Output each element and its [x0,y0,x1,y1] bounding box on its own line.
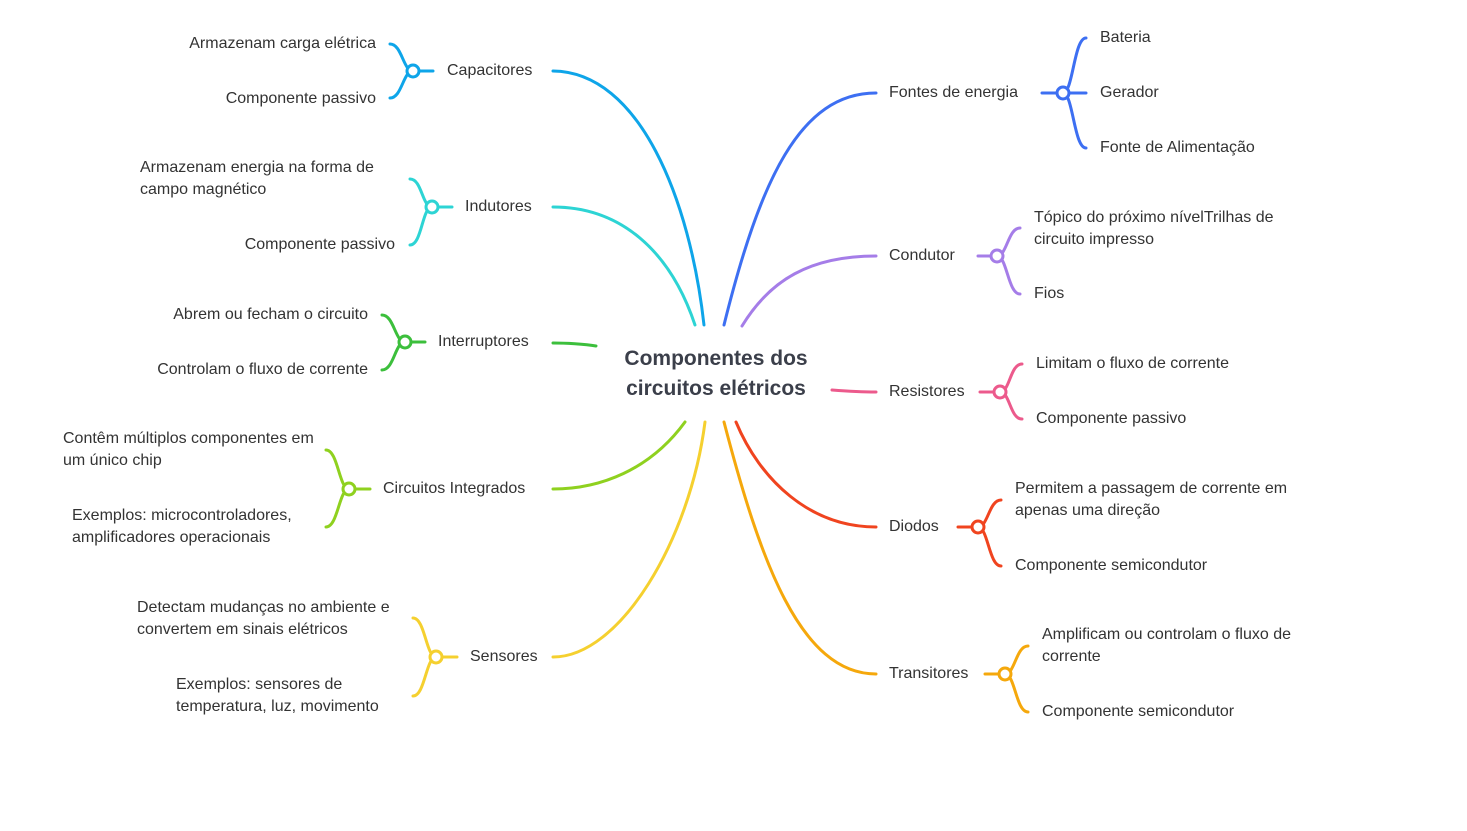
main-line-integrados [551,420,687,491]
knob-capacitores[interactable] [405,63,421,79]
knob-condutor[interactable] [989,248,1005,264]
subtopic-fontes-2[interactable]: Gerador [1100,84,1159,101]
knob-indutores[interactable] [424,199,440,215]
root-topic-line1: Componentes dos [624,347,808,370]
knob-transitores[interactable] [997,666,1013,682]
knob-fontes[interactable] [1055,85,1071,101]
subtopic-transitores-2[interactable]: Componente semicondutor [1042,703,1235,720]
main-line-capacitores [551,69,706,327]
connector-fontes-child-3 [1061,91,1088,150]
main-line-condutor [740,254,878,328]
main-line-resistores [830,388,878,394]
main-line-sensores [551,420,707,659]
knob-interruptores[interactable] [397,334,413,350]
topic-indutores[interactable]: Indutores [465,198,532,215]
subtopic-integrados-1[interactable]: Contêm múltiplos componentes em um único… [63,430,314,469]
topic-condutor[interactable]: Condutor [889,247,955,264]
subtopic-sensores-2[interactable]: Exemplos: sensores de temperatura, luz, … [176,676,379,715]
subtopic-interruptores-1[interactable]: Abrem ou fecham o circuito [173,306,368,323]
topic-capacitores[interactable]: Capacitores [447,62,533,79]
root-topic-line2: circuitos elétricos [626,377,806,400]
main-line-fontes [722,91,878,327]
subtopic-interruptores-2[interactable]: Controlam o fluxo de corrente [157,361,368,378]
subtopic-diodos-1[interactable]: Permitem a passagem de corrente em apena… [1015,480,1288,519]
knob-diodos[interactable] [970,519,986,535]
knob-sensores[interactable] [428,649,444,665]
topic-sensores[interactable]: Sensores [470,648,538,665]
main-line-interruptores [551,341,598,348]
knob-integrados[interactable] [341,481,357,497]
subtopic-condutor-1[interactable]: Tópico do próximo nívelTrilhas de circui… [1034,209,1274,248]
main-line-diodos [734,420,878,529]
subtopic-capacitores-2[interactable]: Componente passivo [225,90,376,107]
main-line-indutores [551,205,697,327]
subtopic-indutores-2[interactable]: Componente passivo [244,236,395,253]
knob-resistores[interactable] [992,384,1008,400]
subtopic-indutores-1[interactable]: Armazenam energia na forma de campo magn… [140,159,374,198]
subtopic-diodos-2[interactable]: Componente semicondutor [1015,557,1208,574]
subtopic-sensores-1[interactable]: Detectam mudanças no ambiente e converte… [137,599,390,638]
topic-circuitos-integrados[interactable]: Circuitos Integrados [383,480,526,497]
subtopic-capacitores-1[interactable]: Armazenam carga elétrica [189,35,376,52]
main-line-transitores [722,420,878,676]
subtopic-fontes-1[interactable]: Bateria [1100,29,1151,46]
topic-resistores[interactable]: Resistores [889,383,965,400]
subtopic-condutor-2[interactable]: Fios [1034,285,1065,302]
topic-fontes-de-energia[interactable]: Fontes de energia [889,84,1018,101]
subtopic-resistores-1[interactable]: Limitam o fluxo de corrente [1036,355,1229,372]
subtopic-transitores-1[interactable]: Amplificam ou controlam o fluxo de corre… [1042,626,1291,665]
topic-interruptores[interactable]: Interruptores [438,333,529,350]
root-topic[interactable]: Componentes dos circuitos elétricos [600,344,832,404]
connector-fontes-child-1 [1061,36,1088,95]
topic-diodos[interactable]: Diodos [889,518,939,535]
subtopic-fontes-3[interactable]: Fonte de Alimentação [1100,139,1255,156]
subtopic-resistores-2[interactable]: Componente passivo [1036,410,1187,427]
subtopic-integrados-2[interactable]: Exemplos: microcontroladores, amplificad… [72,507,292,546]
topic-transitores[interactable]: Transitores [889,665,969,682]
